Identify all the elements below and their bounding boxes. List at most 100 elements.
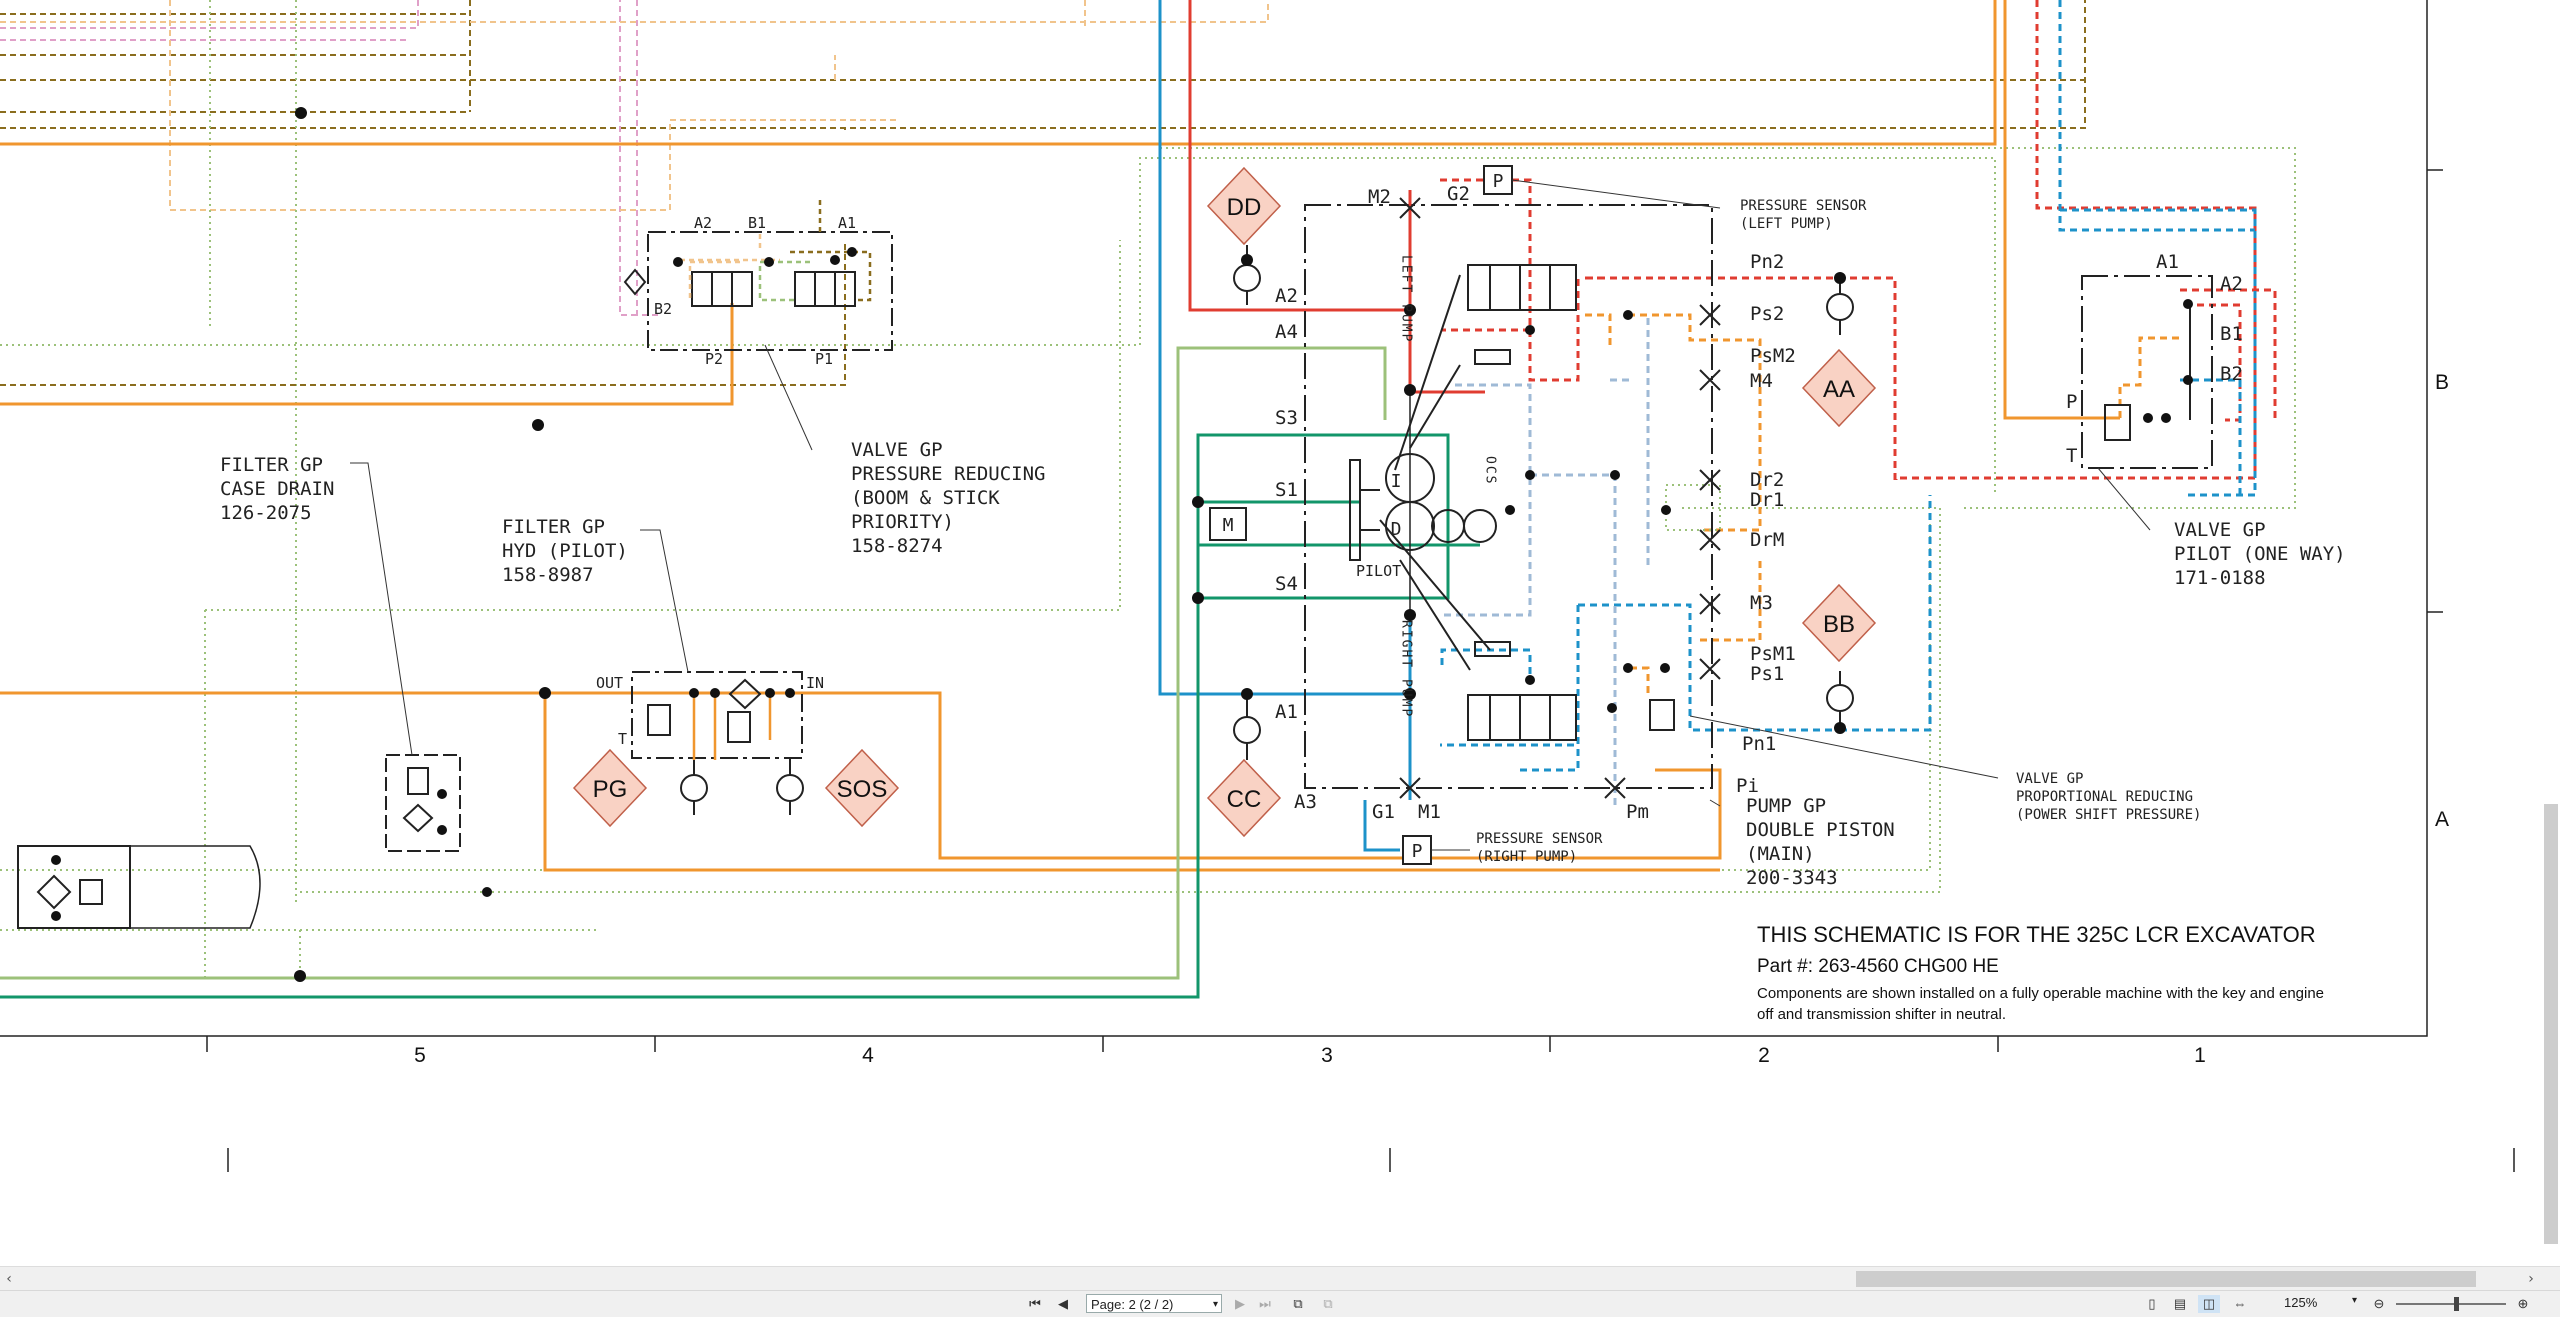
sensor-p-bottom: P (1412, 841, 1423, 862)
pilot-label: PILOT (1356, 562, 1401, 580)
scroll-right-icon[interactable]: › (2528, 1271, 2534, 1287)
valve-reducing-p2: P2 (705, 350, 723, 368)
filter-in: IN (806, 674, 824, 692)
previous-page-icon[interactable]: ◀ (1058, 1296, 1068, 1311)
callout-filter-case-drain: FILTER GP CASE DRAIN 126-2075 (220, 454, 346, 524)
port-pm: Pm (1626, 801, 1649, 823)
port-a3: A3 (1294, 791, 1317, 813)
valve-reducing-b2: B2 (654, 300, 672, 318)
port-a4: A4 (1275, 321, 1298, 343)
diamond-cc: CC (1227, 786, 1262, 813)
page-dropdown-icon[interactable]: ▾ (1212, 1299, 1218, 1310)
grid-col-5: 5 (414, 1044, 426, 1067)
valve-reducing-b1: B1 (748, 214, 766, 232)
zoom-out-icon[interactable]: ⊖ (2373, 1296, 2385, 1311)
grid-col-1: 1 (2194, 1044, 2206, 1067)
right-pump-label: RIGHT PUMP (1399, 620, 1414, 718)
grid-col-3: 3 (1321, 1044, 1333, 1067)
port-drm: DrM (1750, 529, 1784, 551)
next-page-icon[interactable]: ▶ (1235, 1296, 1245, 1311)
pump-d: D (1391, 519, 1402, 540)
schematic-note-line2: off and transmission shifter in neutral. (1757, 1006, 2006, 1023)
valve-one-way-t: T (2066, 445, 2077, 467)
valve-reducing-a1: A1 (838, 214, 856, 232)
page-number-field[interactable]: Page: 2 (2 / 2) ▾ (1086, 1294, 1222, 1313)
pump-i: I (1391, 471, 1402, 492)
scroll-left-icon[interactable]: ‹ (6, 1271, 12, 1287)
sensor-p-top: P (1493, 171, 1504, 192)
part-number: Part #: 263-4560 CHG00 HE (1757, 956, 1999, 977)
diamond-bb: BB (1823, 611, 1855, 638)
zoom-slider[interactable] (2396, 1297, 2506, 1311)
callout-pump-gp: PUMP GP DOUBLE PISTON (MAIN) 200-3343 (1746, 795, 1906, 889)
port-pn1: Pn1 (1742, 733, 1776, 755)
port-pn2: Pn2 (1750, 251, 1784, 273)
port-s3: S3 (1275, 407, 1298, 429)
diamond-dd: DD (1227, 194, 1262, 221)
filter-out: OUT (596, 674, 623, 692)
page-copy-icon[interactable]: ⧉ (1323, 1296, 1333, 1311)
port-ps2: Ps2 (1750, 303, 1784, 325)
ocs-label: OCS (1483, 456, 1498, 485)
port-a1: A1 (1275, 701, 1298, 723)
valve-one-way-b1: B1 (2220, 323, 2243, 345)
first-page-icon[interactable]: ⏮ (1029, 1296, 1041, 1311)
vertical-scrollbar-thumb[interactable] (2544, 804, 2558, 1244)
diamond-sos: SOS (837, 776, 888, 803)
zoom-dropdown-icon[interactable]: ▾ (2352, 1295, 2358, 1306)
continuous-layout-icon[interactable]: ▤ (2173, 1296, 2187, 1311)
zoom-level[interactable]: 125% (2284, 1295, 2318, 1310)
valve-reducing-p1: P1 (815, 350, 833, 368)
horizontal-scrollbar[interactable]: ‹ › (0, 1266, 2560, 1291)
port-m2: M2 (1368, 186, 1391, 208)
valve-one-way-a2: A2 (2220, 273, 2243, 295)
callout-pressure-sensor-left: PRESSURE SENSOR (LEFT PUMP) (1740, 198, 1875, 232)
valve-reducing-a2: A2 (694, 214, 712, 232)
port-dr1: Dr1 (1750, 489, 1784, 511)
zoom-in-icon[interactable]: ⊕ (2517, 1296, 2529, 1311)
viewer-status-bar: ⏮ ◀ Page: 2 (2 / 2) ▾ ▶ ⏭ ⧉ ⧉ ▯ ▤ ◫ ⇔ 12… (0, 1290, 2560, 1317)
port-m3: M3 (1750, 592, 1773, 614)
port-m4: M4 (1750, 370, 1773, 392)
port-s4: S4 (1275, 573, 1298, 595)
grid-col-4: 4 (862, 1044, 874, 1067)
port-a2: A2 (1275, 285, 1298, 307)
two-page-layout-icon[interactable]: ◫ (2198, 1295, 2220, 1313)
grid-col-2: 2 (1758, 1044, 1770, 1067)
valve-one-way-a1: A1 (2156, 251, 2179, 273)
valve-one-way-p: P (2066, 391, 2077, 413)
horizontal-scrollbar-thumb[interactable] (1856, 1271, 2476, 1287)
single-page-layout-icon[interactable]: ▯ (2148, 1296, 2156, 1311)
grid-row-b: B (2435, 371, 2449, 394)
grid-row-a: A (2435, 808, 2449, 831)
port-s1: S1 (1275, 479, 1298, 501)
callout-valve-pilot-one-way: VALVE GP PILOT (ONE WAY) 171-0188 (2174, 519, 2357, 589)
callout-valve-pressure-reducing: VALVE GP PRESSURE REDUCING (BOOM & STICK… (851, 439, 1057, 557)
schematic-note-line1: Components are shown installed on a full… (1757, 985, 2324, 1002)
last-page-icon[interactable]: ⏭ (1259, 1296, 1271, 1311)
callout-pressure-sensor-right: PRESSURE SENSOR (RIGHT PUMP) (1476, 831, 1611, 865)
page-view-icon[interactable]: ⧉ (1293, 1296, 1303, 1311)
motor-m: M (1223, 515, 1234, 536)
hydraulic-schematic: DD AA BB CC PG SOS P P M I D M2 G2 A2 A4… (0, 0, 2515, 1172)
port-g2: G2 (1447, 183, 1470, 205)
callout-filter-hyd-pilot: FILTER GP HYD (PILOT) 158-8987 (502, 516, 639, 586)
callout-valve-proportional: VALVE GP PROPORTIONAL REDUCING (POWER SH… (2016, 771, 2201, 823)
port-g1: G1 (1372, 801, 1395, 823)
diamond-pg: PG (593, 776, 628, 803)
port-m1: M1 (1418, 801, 1441, 823)
port-psm2: PsM2 (1750, 345, 1796, 367)
zoom-slider-knob[interactable] (2454, 1297, 2459, 1311)
schematic-title: THIS SCHEMATIC IS FOR THE 325C LCR EXCAV… (1757, 922, 2316, 947)
fit-width-icon[interactable]: ⇔ (2233, 1296, 2247, 1311)
port-dr2: Dr2 (1750, 469, 1784, 491)
page-number-value: Page: 2 (2 / 2) (1091, 1297, 1174, 1312)
port-psm1: PsM1 (1750, 643, 1796, 665)
port-pi: Pi (1736, 775, 1759, 797)
left-pump-label: LEFT PUMP (1399, 255, 1414, 343)
document-canvas[interactable]: DD AA BB CC PG SOS P P M I D M2 G2 A2 A4… (0, 0, 2560, 1266)
diamond-aa: AA (1823, 376, 1855, 403)
port-ps1: Ps1 (1750, 663, 1784, 685)
valve-one-way-b2: B2 (2220, 363, 2243, 385)
filter-t: T (618, 730, 627, 748)
